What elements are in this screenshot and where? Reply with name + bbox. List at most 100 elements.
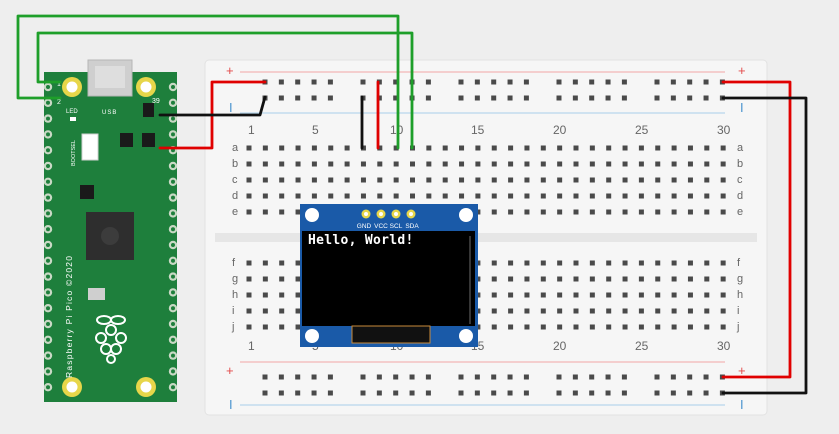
breadboard-hole[interactable] <box>246 161 252 167</box>
breadboard-hole[interactable] <box>589 324 595 330</box>
breadboard-hole[interactable] <box>327 374 333 380</box>
breadboard-hole[interactable] <box>246 209 252 215</box>
breadboard-hole[interactable] <box>393 390 399 396</box>
breadboard-hole[interactable] <box>655 292 661 298</box>
breadboard-hole[interactable] <box>344 161 350 167</box>
breadboard-hole[interactable] <box>572 374 578 380</box>
breadboard-hole[interactable] <box>508 308 514 314</box>
breadboard-hole[interactable] <box>704 292 710 298</box>
breadboard-hole[interactable] <box>360 193 366 199</box>
breadboard-hole[interactable] <box>654 79 660 85</box>
breadboard-hole[interactable] <box>246 177 252 183</box>
breadboard-hole[interactable] <box>687 161 693 167</box>
breadboard-hole[interactable] <box>295 145 301 151</box>
breadboard-hole[interactable] <box>295 292 301 298</box>
breadboard-hole[interactable] <box>295 324 301 330</box>
breadboard-hole[interactable] <box>704 209 710 215</box>
breadboard-hole[interactable] <box>573 145 579 151</box>
breadboard-hole[interactable] <box>703 95 709 101</box>
breadboard-hole[interactable] <box>589 79 595 85</box>
breadboard-hole[interactable] <box>556 95 562 101</box>
breadboard-hole[interactable] <box>524 324 530 330</box>
breadboard-hole[interactable] <box>720 177 726 183</box>
breadboard-hole[interactable] <box>262 374 268 380</box>
breadboard-hole[interactable] <box>557 209 563 215</box>
breadboard-hole[interactable] <box>279 145 285 151</box>
breadboard-hole[interactable] <box>410 161 415 167</box>
breadboard-hole[interactable] <box>704 260 710 266</box>
breadboard-hole[interactable] <box>327 79 333 85</box>
breadboard-hole[interactable] <box>410 177 415 183</box>
breadboard-hole[interactable] <box>279 193 285 199</box>
breadboard-hole[interactable] <box>540 177 546 183</box>
breadboard-hole[interactable] <box>327 95 333 101</box>
breadboard-hole[interactable] <box>655 193 661 199</box>
breadboard-hole[interactable] <box>670 79 676 85</box>
breadboard-hole[interactable] <box>279 260 285 266</box>
breadboard-hole[interactable] <box>491 390 497 396</box>
breadboard-hole[interactable] <box>655 145 661 151</box>
breadboard-hole[interactable] <box>508 209 514 215</box>
breadboard-hole[interactable] <box>523 95 529 101</box>
breadboard-hole[interactable] <box>491 209 497 215</box>
breadboard-hole[interactable] <box>589 292 595 298</box>
breadboard-hole[interactable] <box>540 209 546 215</box>
breadboard-hole[interactable] <box>687 276 693 282</box>
breadboard-hole[interactable] <box>410 193 415 199</box>
breadboard-hole[interactable] <box>524 145 530 151</box>
breadboard-hole[interactable] <box>621 95 627 101</box>
breadboard-hole[interactable] <box>671 177 677 183</box>
breadboard-hole[interactable] <box>687 209 693 215</box>
breadboard-hole[interactable] <box>491 177 497 183</box>
breadboard-hole[interactable] <box>573 177 579 183</box>
breadboard-hole[interactable] <box>262 390 268 396</box>
breadboard-hole[interactable] <box>703 390 709 396</box>
breadboard-hole[interactable] <box>606 308 612 314</box>
breadboard-hole[interactable] <box>606 177 612 183</box>
breadboard-hole[interactable] <box>573 209 579 215</box>
breadboard-hole[interactable] <box>246 276 252 282</box>
breadboard-hole[interactable] <box>393 177 399 183</box>
breadboard-hole[interactable] <box>491 374 497 380</box>
breadboard-hole[interactable] <box>524 308 530 314</box>
breadboard-hole[interactable] <box>311 177 317 183</box>
breadboard-hole[interactable] <box>409 390 415 396</box>
breadboard-hole[interactable] <box>589 260 595 266</box>
breadboard-hole[interactable] <box>621 374 627 380</box>
breadboard-hole[interactable] <box>573 193 579 199</box>
breadboard-hole[interactable] <box>458 79 464 85</box>
breadboard-hole[interactable] <box>360 79 366 85</box>
breadboard-hole[interactable] <box>638 177 644 183</box>
breadboard-hole[interactable] <box>704 276 710 282</box>
breadboard-hole[interactable] <box>507 79 513 85</box>
breadboard-hole[interactable] <box>720 193 726 199</box>
breadboard-hole[interactable] <box>524 292 530 298</box>
breadboard-hole[interactable] <box>687 374 693 380</box>
breadboard-hole[interactable] <box>523 374 529 380</box>
breadboard-hole[interactable] <box>377 177 383 183</box>
breadboard-hole[interactable] <box>459 177 465 183</box>
breadboard-hole[interactable] <box>475 193 481 199</box>
breadboard-hole[interactable] <box>606 193 612 199</box>
breadboard-hole[interactable] <box>246 324 252 330</box>
breadboard-hole[interactable] <box>606 292 612 298</box>
breadboard-hole[interactable] <box>589 145 595 151</box>
breadboard-hole[interactable] <box>360 161 366 167</box>
breadboard-hole[interactable] <box>475 161 481 167</box>
breadboard-hole[interactable] <box>638 161 644 167</box>
breadboard-hole[interactable] <box>311 374 317 380</box>
breadboard-hole[interactable] <box>638 193 644 199</box>
breadboard-hole[interactable] <box>377 161 383 167</box>
breadboard-hole[interactable] <box>720 161 726 167</box>
breadboard-hole[interactable] <box>687 145 693 151</box>
breadboard-hole[interactable] <box>311 390 317 396</box>
breadboard-hole[interactable] <box>246 145 252 151</box>
breadboard-hole[interactable] <box>589 209 595 215</box>
breadboard-hole[interactable] <box>458 390 464 396</box>
breadboard-hole[interactable] <box>523 390 529 396</box>
breadboard-hole[interactable] <box>605 79 611 85</box>
breadboard-hole[interactable] <box>622 209 628 215</box>
breadboard-hole[interactable] <box>491 79 497 85</box>
breadboard-hole[interactable] <box>638 276 644 282</box>
breadboard-hole[interactable] <box>328 193 334 199</box>
